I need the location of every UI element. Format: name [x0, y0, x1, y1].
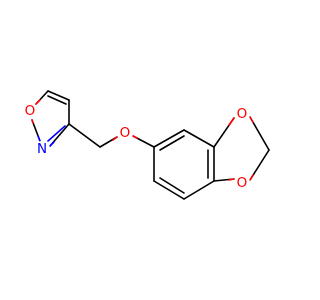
bond-ar-4 — [183, 180, 215, 200]
bond-o1-c5-o-end — [35, 99, 41, 105]
bond-ch2-o-o-end — [112, 136, 118, 141]
bond-otop-ch2-o-end — [249, 116, 254, 123]
isoxazole-oxygen-atom: O — [22, 103, 38, 119]
dioxole-top-oxygen-atom: O — [234, 106, 250, 122]
bond-ch2-obottom-o-end — [249, 174, 254, 181]
dioxole-bottom-oxygen-label: O — [237, 175, 248, 191]
isoxazole-oxygen-label: O — [25, 103, 36, 119]
bond-c5-c4-double — [47, 95, 67, 105]
bond-o-aryl-o-end — [132, 135, 138, 139]
bond-ar-otop-o-end — [228, 117, 235, 126]
bond-ar-5-inner — [159, 177, 185, 194]
ether-oxygen-label: O — [120, 125, 131, 141]
bond-c3-ch2 — [68, 123, 101, 148]
bond-ar-obottom-o-end — [228, 178, 235, 181]
bond-layer — [31, 90, 270, 200]
bond-n2-o1-n-end — [37, 135, 41, 142]
structure-diagram: O N O O O — [22, 90, 270, 200]
molecule-drawing: O N O O O — [22, 90, 270, 200]
bond-n2-o1-o-end — [31, 119, 34, 124]
dioxole-bottom-oxygen-atom: O — [234, 175, 250, 191]
bond-ar-2 — [183, 129, 215, 148]
atom-label-layer: O N O O O — [22, 103, 250, 191]
dioxole-top-oxygen-label: O — [237, 106, 248, 122]
bond-ar-5 — [153, 180, 185, 200]
bond-ar-1-inner — [159, 135, 185, 151]
bond-ar-1 — [153, 129, 185, 148]
bond-c5-c4 — [47, 90, 70, 101]
bond-c3-n2-double — [47, 125, 66, 142]
isoxazole-nitrogen-atom: N — [34, 141, 50, 157]
bond-c3-n2-n-end — [49, 141, 55, 147]
isoxazole-nitrogen-label: N — [37, 141, 47, 157]
ether-oxygen-atom: O — [117, 125, 133, 141]
